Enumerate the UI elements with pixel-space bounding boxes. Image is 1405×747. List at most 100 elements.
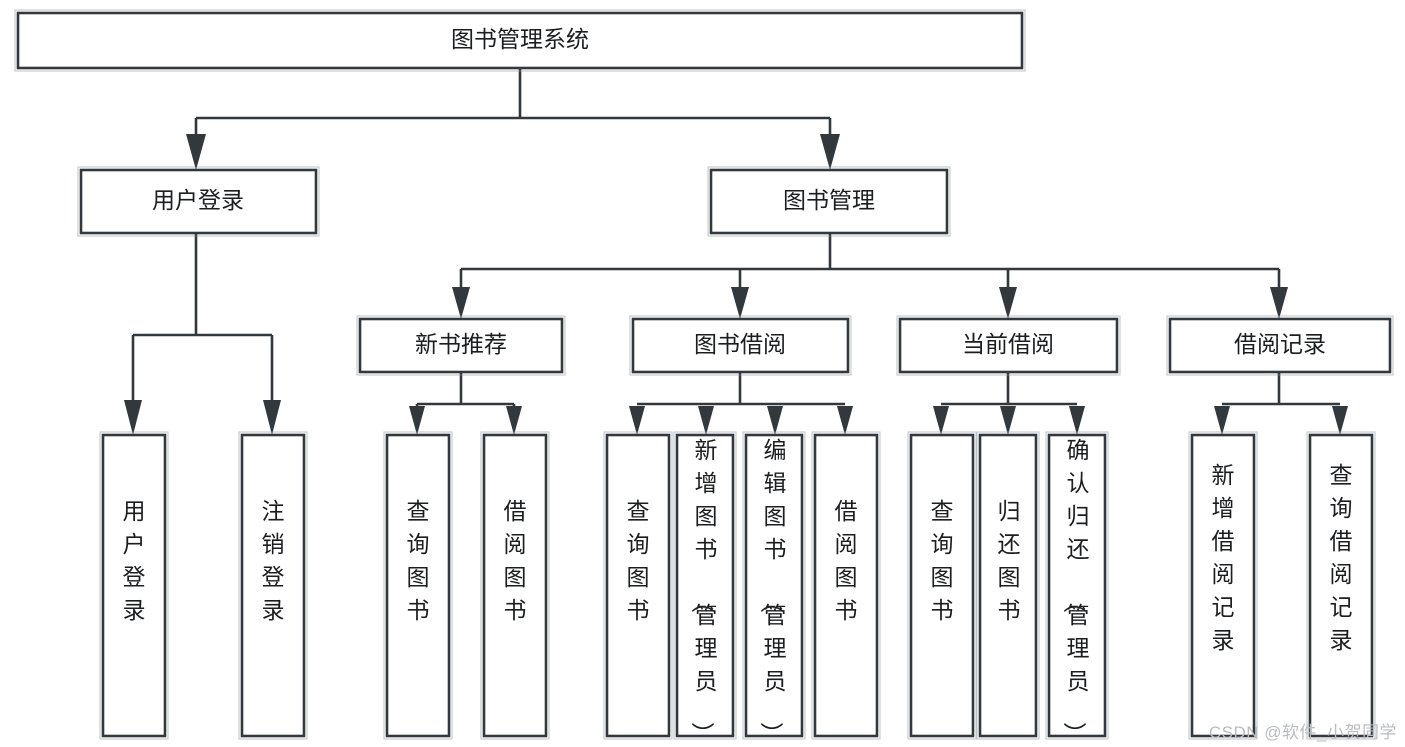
root-rect xyxy=(16,11,1024,70)
leaf-borrow-book-1-rect xyxy=(482,433,548,738)
node-leaf-query-record[interactable]: 查询借阅记录 xyxy=(1306,431,1376,740)
leaf-query-book-2-label: 查询图书 xyxy=(627,498,650,623)
book-borrow-rect xyxy=(631,317,850,374)
book-management-label: 图书管理 xyxy=(783,187,875,213)
node-root[interactable]: 图书管理系统 xyxy=(14,9,1026,72)
node-book-borrow[interactable]: 图书借阅 xyxy=(629,315,852,376)
arrow-head-leaf-edit-book xyxy=(767,406,783,435)
leaf-add-record-rect xyxy=(1190,433,1256,738)
arrow-head-leaf-query-book-1 xyxy=(409,406,425,435)
borrow-record-shadow xyxy=(1166,315,1394,376)
node-leaf-logout-login[interactable]: 注销登录 xyxy=(238,431,308,740)
leaf-borrow-book-1-shadow xyxy=(480,431,550,740)
leaf-borrow-book-2-shadow xyxy=(811,431,881,740)
node-leaf-user-login[interactable]: 用户登录 xyxy=(99,431,169,740)
book-management-shadow xyxy=(707,166,951,237)
arrow-head-leaf-confirm-return xyxy=(1069,406,1085,435)
leaf-query-record-shadow xyxy=(1306,431,1376,740)
arrow-head-leaf-logout-login xyxy=(263,400,281,435)
leaf-return-book-rect xyxy=(978,433,1038,738)
node-leaf-add-book[interactable]: 新增图书（管理员） xyxy=(673,431,737,745)
book-management-rect xyxy=(709,168,949,235)
user-login-rect xyxy=(79,168,318,235)
node-current-borrow[interactable]: 当前借阅 xyxy=(896,315,1121,376)
node-book-management[interactable]: 图书管理 xyxy=(707,166,951,237)
arrow-head-user-login xyxy=(186,134,206,170)
csdn-watermark: CSDN @软件_小贺同学 xyxy=(1208,723,1397,742)
book-borrow-shadow xyxy=(629,315,852,376)
arrow-head-leaf-borrow-book-1 xyxy=(506,406,522,435)
leaf-query-record-label: 查询借阅记录 xyxy=(1330,462,1353,653)
leaf-add-record-label: 新增借阅记录 xyxy=(1212,462,1235,653)
leaf-borrow-book-2-label: 借阅图书 xyxy=(835,498,858,623)
node-user-login[interactable]: 用户登录 xyxy=(77,166,320,237)
leaf-query-book-3-rect xyxy=(909,433,975,738)
leaf-query-book-3-label: 查询图书 xyxy=(931,498,954,623)
leaf-layer: 用户登录 注销登录 查询图书 借阅图书 查询图书 xyxy=(99,431,1376,745)
root-shadow xyxy=(14,9,1026,72)
node-leaf-add-record[interactable]: 新增借阅记录 xyxy=(1188,431,1258,740)
leaf-borrow-book-1-label: 借阅图书 xyxy=(504,498,527,623)
node-new-book-recommend[interactable]: 新书推荐 xyxy=(356,315,566,376)
node-leaf-query-book-2[interactable]: 查询图书 xyxy=(603,431,673,740)
arrow-head-leaf-query-book-2 xyxy=(629,406,645,435)
node-leaf-borrow-book-2[interactable]: 借阅图书 xyxy=(811,431,881,740)
leaf-edit-book-label: 编辑图书（管理员） xyxy=(759,437,787,745)
arrow-head-leaf-add-book xyxy=(698,406,714,435)
leaf-query-book-1-label: 查询图书 xyxy=(407,498,430,623)
leaf-logout-login-shadow xyxy=(238,431,308,740)
arrow-head-leaf-return-book xyxy=(1000,406,1016,435)
leaf-query-book-3-shadow xyxy=(907,431,977,740)
node-borrow-record[interactable]: 借阅记录 xyxy=(1166,315,1394,376)
current-borrow-label: 当前借阅 xyxy=(962,331,1054,357)
arrow-head-book-borrow xyxy=(731,287,749,319)
node-leaf-edit-book[interactable]: 编辑图书（管理员） xyxy=(742,431,806,745)
leaf-query-record-rect xyxy=(1308,433,1374,738)
new-book-recommend-shadow xyxy=(356,315,566,376)
leaf-add-book-shadow xyxy=(673,431,737,740)
leaf-add-book-rect xyxy=(675,433,735,738)
arrow-head-borrow-record xyxy=(1270,287,1288,319)
leaf-edit-book-shadow xyxy=(742,431,806,740)
leaf-query-book-2-rect xyxy=(605,433,671,738)
leaf-add-book-label: 新增图书（管理员） xyxy=(690,437,718,745)
leaf-return-book-label: 归还图书 xyxy=(998,498,1021,623)
leaf-logout-login-rect xyxy=(240,433,306,738)
node-leaf-confirm-return[interactable]: 确认归还（管理员） xyxy=(1045,431,1109,745)
edge-layer xyxy=(124,68,1348,435)
arrow-head-leaf-query-record xyxy=(1332,406,1348,435)
leaf-query-book-1-shadow xyxy=(383,431,453,740)
leaf-edit-book-rect xyxy=(744,433,804,738)
new-book-recommend-label: 新书推荐 xyxy=(415,331,507,357)
leaf-logout-login-label: 注销登录 xyxy=(262,498,285,623)
leaf-query-book-2-shadow xyxy=(603,431,673,740)
leaf-user-login-rect xyxy=(101,433,167,738)
leaf-add-record-shadow xyxy=(1188,431,1258,740)
arrow-head-leaf-add-record xyxy=(1214,406,1230,435)
arrow-head-leaf-query-book-3 xyxy=(933,406,949,435)
node-leaf-return-book[interactable]: 归还图书 xyxy=(976,431,1040,740)
arrow-head-leaf-borrow-book-2 xyxy=(837,406,853,435)
current-borrow-shadow xyxy=(896,315,1121,376)
leaf-user-login-shadow xyxy=(99,431,169,740)
leaf-confirm-return-rect xyxy=(1047,433,1107,738)
arrow-head-book-management xyxy=(820,134,840,170)
leaf-return-book-shadow xyxy=(976,431,1040,740)
root-label: 图书管理系统 xyxy=(451,26,589,52)
leaf-confirm-return-label: 确认归还（管理员） xyxy=(1062,437,1090,745)
leaf-borrow-book-2-rect xyxy=(813,433,879,738)
user-login-label: 用户登录 xyxy=(152,187,244,213)
user-login-shadow xyxy=(77,166,320,237)
leaf-query-book-1-rect xyxy=(385,433,451,738)
arrow-head-current-borrow xyxy=(999,287,1017,319)
leaf-user-login-label: 用户登录 xyxy=(123,498,146,623)
leaf-confirm-return-shadow xyxy=(1045,431,1109,740)
node-leaf-query-book-1[interactable]: 查询图书 xyxy=(383,431,453,740)
borrow-record-rect xyxy=(1168,317,1392,374)
borrow-record-label: 借阅记录 xyxy=(1234,331,1326,357)
node-leaf-query-book-3[interactable]: 查询图书 xyxy=(907,431,977,740)
book-borrow-label: 图书借阅 xyxy=(694,331,786,357)
node-leaf-borrow-book-1[interactable]: 借阅图书 xyxy=(480,431,550,740)
